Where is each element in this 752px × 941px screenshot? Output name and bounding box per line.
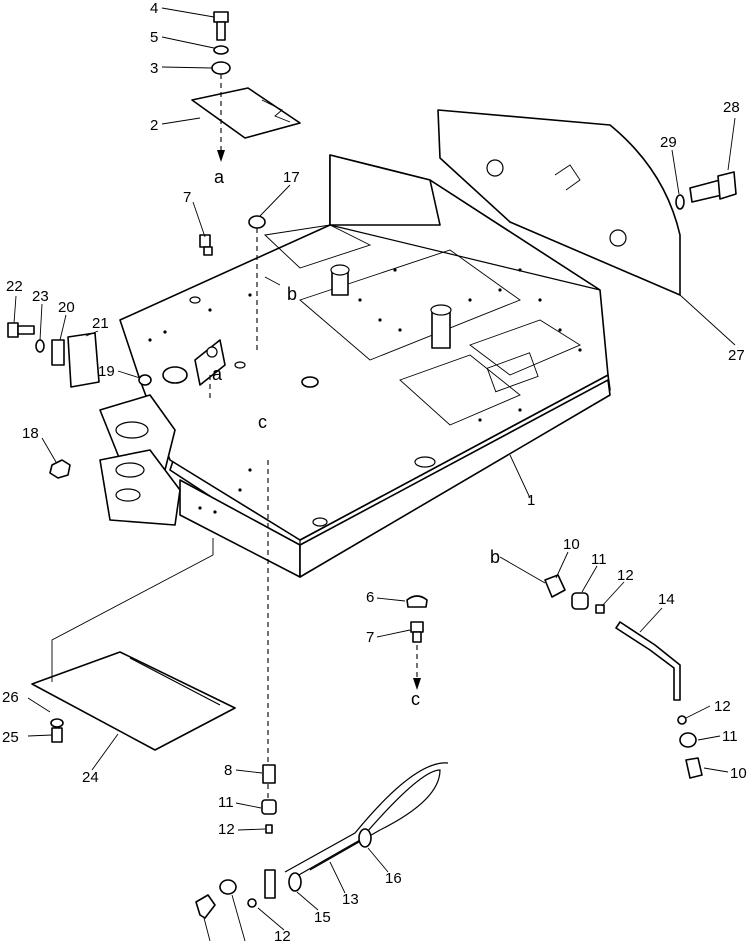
fittings-right	[544, 574, 703, 779]
rivet-dots	[148, 268, 582, 514]
part-label-7-lower: 7	[366, 629, 374, 646]
part-label-11-lower: 11	[218, 794, 234, 811]
part-label-5: 5	[150, 29, 158, 46]
connection-letters: a a b b c c	[212, 167, 500, 709]
part-label-12-bottom: 12	[274, 928, 291, 941]
part-label-14: 14	[658, 591, 675, 608]
connection-letter-c-lower: c	[411, 689, 420, 709]
part-label-22: 22	[6, 278, 23, 295]
cap-and-fitting	[406, 595, 428, 643]
connection-letter-b-right: b	[490, 547, 500, 567]
part-label-8: 8	[224, 762, 232, 779]
bolt-25	[50, 718, 64, 743]
left-hardware	[7, 322, 100, 388]
connection-letter-b-frame: b	[287, 284, 297, 304]
connection-letter-a-top: a	[214, 167, 225, 187]
part-label-12-right: 12	[714, 698, 731, 715]
part-label-3: 3	[150, 60, 158, 77]
part-label-6: 6	[366, 589, 374, 606]
side-bolt	[675, 171, 737, 210]
part-label-29: 29	[660, 134, 677, 151]
part-label-28: 28	[723, 99, 740, 116]
part-label-13: 13	[342, 891, 359, 908]
top-bolt-stack	[211, 11, 231, 75]
part-label-26: 26	[2, 689, 19, 706]
part-label-12-lower: 12	[218, 821, 235, 838]
cover-plate	[191, 87, 301, 139]
part-label-15: 15	[314, 909, 331, 926]
part-label-20: 20	[58, 299, 75, 316]
part-label-2: 2	[150, 117, 158, 134]
part-label-7-upper: 7	[183, 189, 191, 206]
part-label-10-upper: 10	[563, 536, 580, 553]
main-frame	[99, 154, 611, 578]
part-label-24: 24	[82, 769, 99, 786]
fittings-lower	[195, 764, 277, 919]
part-label-11-right: 11	[722, 728, 738, 745]
part-label-25: 25	[2, 729, 19, 746]
hose-assembly	[264, 762, 449, 899]
connection-letter-c-frame: c	[258, 412, 267, 432]
part-label-18: 18	[22, 425, 39, 442]
part-label-19: 19	[98, 363, 115, 380]
part-label-1: 1	[527, 492, 535, 509]
part-label-21: 21	[92, 315, 109, 332]
under-cover	[31, 651, 236, 751]
part-label-16: 16	[385, 870, 402, 887]
part-label-17: 17	[283, 169, 300, 186]
nut-18	[49, 459, 71, 479]
leader-lines	[13, 7, 736, 941]
part-label-11-upper: 11	[591, 551, 607, 568]
part-label-4: 4	[150, 0, 158, 17]
fitting-7-top	[199, 234, 213, 256]
part-label-12-upper: 12	[617, 567, 634, 584]
nut-17	[248, 215, 266, 229]
side-panel	[437, 109, 681, 296]
part-label-10-lower: 10	[730, 765, 747, 782]
connection-letter-a-frame: a	[212, 364, 223, 384]
part-label-27: 27	[728, 347, 745, 364]
nut-19	[138, 374, 152, 386]
part-label-23: 23	[32, 288, 49, 305]
